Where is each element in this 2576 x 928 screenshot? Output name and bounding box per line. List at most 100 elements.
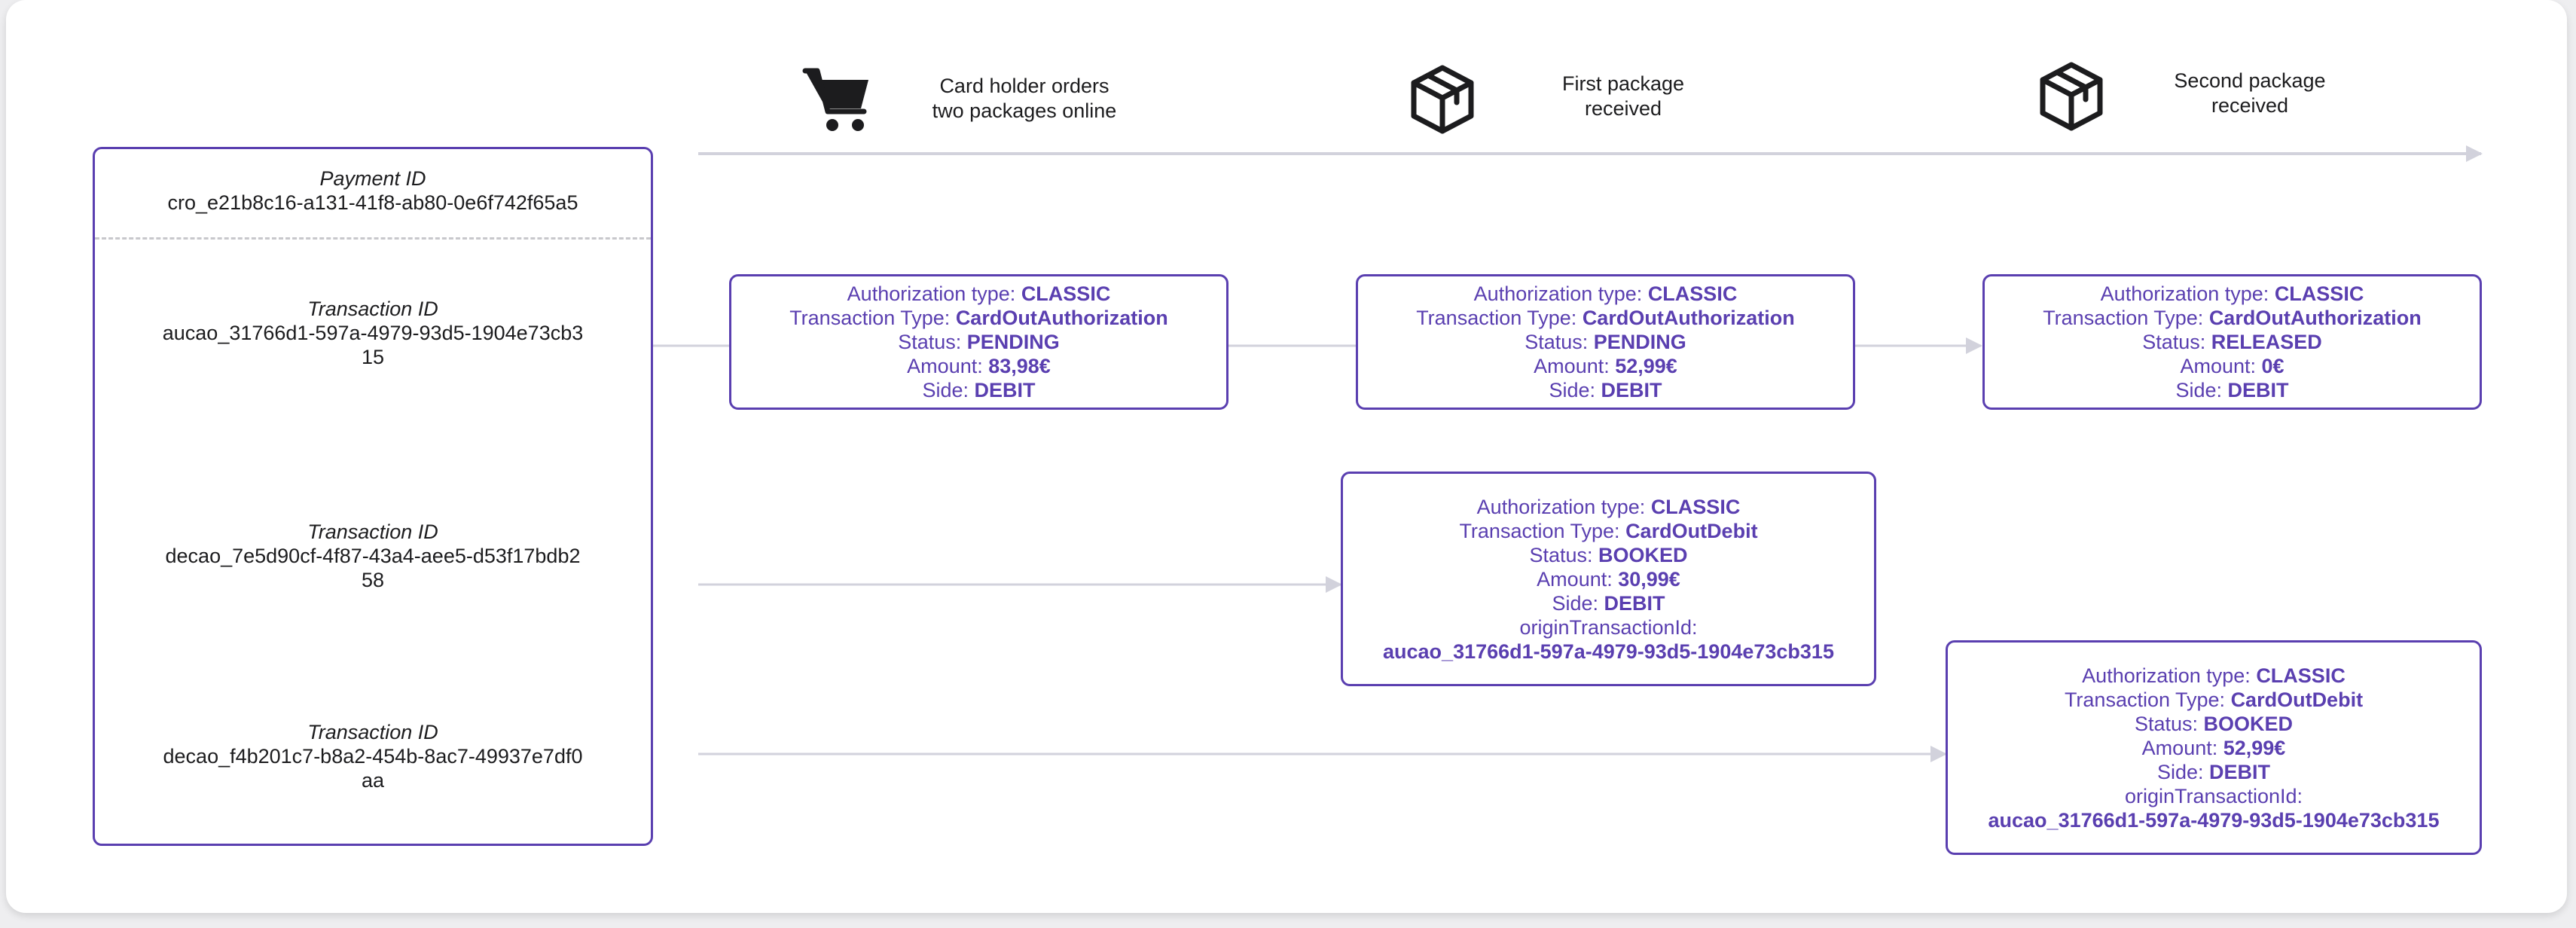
field-label: Amount:: [2141, 736, 2223, 759]
transaction-id-value: aucao_31766d1-597a-4979-93d5-1904e73cb31…: [162, 322, 584, 368]
field-value: CLASSIC: [1647, 282, 1738, 305]
transaction-id-value: decao_7e5d90cf-4f87-43a4-aee5-d53f17bdb2…: [165, 545, 581, 591]
field-value: CardOutAuthorization: [1582, 307, 1795, 329]
transaction-id-label: Transaction ID: [307, 298, 438, 320]
card-line: Status: BOOKED: [1948, 712, 2480, 736]
field-label: originTransactionId:: [2124, 784, 2303, 807]
card-line: Status: PENDING: [1358, 330, 1853, 354]
card-line: Side: DEBIT: [1985, 378, 2480, 402]
field-value: CLASSIC: [1650, 495, 1741, 518]
field-label: Status:: [1525, 331, 1594, 353]
field-label: Amount:: [2180, 355, 2262, 377]
field-value: PENDING: [1593, 331, 1686, 353]
field-value: 83,98€: [988, 355, 1051, 377]
field-value: PENDING: [966, 331, 1060, 353]
field-value: CardOutDebit: [2230, 688, 2364, 711]
transaction-card-auth-3: Authorization type: CLASSIC Transaction …: [1982, 274, 2482, 410]
field-value: CLASSIC: [1021, 282, 1111, 305]
event-label-line: Second package: [2174, 69, 2326, 92]
event-label-order: Card holder orders two packages online: [874, 74, 1175, 124]
field-value: 0€: [2261, 355, 2285, 377]
event-label-line: two packages online: [932, 99, 1117, 122]
field-label: Status:: [2134, 712, 2204, 735]
card-line: Transaction Type: CardOutDebit: [1948, 688, 2480, 712]
field-label: Transaction Type:: [2064, 688, 2231, 711]
field-label: Authorization type:: [1476, 495, 1651, 518]
event-label-line: received: [1584, 97, 1662, 120]
field-label: Transaction Type:: [1459, 519, 1626, 542]
field-value: DEBIT: [1601, 379, 1662, 401]
field-label: Status:: [1529, 543, 1599, 566]
field-label: Authorization type:: [2100, 282, 2275, 305]
card-line: Amount: 30,99€: [1343, 567, 1874, 591]
transaction-card-auth-2: Authorization type: CLASSIC Transaction …: [1356, 274, 1855, 410]
card-line: Transaction Type: CardOutDebit: [1343, 519, 1874, 543]
event-label-first-package: First package received: [1473, 72, 1774, 121]
field-label: Side:: [1552, 591, 1604, 615]
field-value: CardOutDebit: [1625, 519, 1758, 542]
field-label: Side:: [1549, 379, 1601, 401]
card-line: Authorization type: CLASSIC: [1343, 495, 1874, 519]
field-label: Side:: [2175, 379, 2228, 401]
event-label-line: First package: [1561, 72, 1685, 95]
transaction-id-block-1: Transaction ID aucao_31766d1-597a-4979-9…: [95, 297, 651, 369]
field-value: DEBIT: [974, 379, 1036, 401]
field-label: Authorization type:: [1473, 282, 1648, 305]
transaction-id-label: Transaction ID: [307, 721, 438, 743]
field-label: Transaction Type:: [1416, 307, 1583, 329]
field-label: Side:: [922, 379, 975, 401]
field-value: DEBIT: [2227, 379, 2289, 401]
field-value: DEBIT: [2209, 760, 2271, 783]
field-value: 30,99€: [1618, 567, 1680, 591]
field-label: Transaction Type:: [2043, 307, 2209, 329]
transaction-card-debit-1: Authorization type: CLASSIC Transaction …: [1341, 472, 1876, 686]
id-divider: [95, 237, 651, 240]
origin-transaction-id: aucao_31766d1-597a-4979-93d5-1904e73cb31…: [1383, 640, 1834, 663]
field-value: BOOKED: [1598, 543, 1688, 566]
field-value: CLASSIC: [2274, 282, 2364, 305]
card-line: Status: RELEASED: [1985, 330, 2480, 354]
transaction-card-debit-2: Authorization type: CLASSIC Transaction …: [1946, 640, 2482, 855]
card-line: Authorization type: CLASSIC: [1985, 282, 2480, 306]
field-label: Amount:: [907, 355, 989, 377]
card-line: aucao_31766d1-597a-4979-93d5-1904e73cb31…: [1343, 640, 1874, 664]
id-panel: Payment ID cro_e21b8c16-a131-41f8-ab80-0…: [93, 147, 653, 846]
field-value: DEBIT: [1604, 591, 1665, 615]
event-label-line: received: [2211, 94, 2289, 117]
card-line: Amount: 52,99€: [1948, 736, 2480, 760]
field-value: RELEASED: [2211, 331, 2322, 353]
origin-transaction-id: aucao_31766d1-597a-4979-93d5-1904e73cb31…: [1988, 808, 2440, 832]
shopping-cart-icon: [802, 68, 868, 131]
card-line: Side: DEBIT: [1358, 378, 1853, 402]
payment-id-label: Payment ID: [319, 167, 426, 190]
card-line: Status: PENDING: [731, 330, 1226, 354]
card-line: originTransactionId:: [1343, 615, 1874, 640]
package-icon: [1411, 65, 1474, 134]
transaction-id-label: Transaction ID: [307, 520, 438, 543]
field-value: 52,99€: [2223, 736, 2286, 759]
card-line: Amount: 0€: [1985, 354, 2480, 378]
package-icon: [2040, 62, 2103, 131]
card-line: Side: DEBIT: [1948, 760, 2480, 784]
event-label-line: Card holder orders: [939, 75, 1109, 97]
card-line: Amount: 52,99€: [1358, 354, 1853, 378]
transaction-id-block-2: Transaction ID decao_7e5d90cf-4f87-43a4-…: [95, 520, 651, 592]
field-label: Amount:: [1537, 567, 1619, 591]
card-line: Authorization type: CLASSIC: [1948, 664, 2480, 688]
transaction-card-auth-1: Authorization type: CLASSIC Transaction …: [729, 274, 1228, 410]
field-label: Transaction Type:: [789, 307, 956, 329]
card-line: Transaction Type: CardOutAuthorization: [1358, 306, 1853, 330]
card-line: Transaction Type: CardOutAuthorization: [1985, 306, 2480, 330]
field-label: Authorization type:: [847, 282, 1021, 305]
field-label: Side:: [2156, 760, 2210, 783]
field-label: Status:: [2142, 331, 2211, 353]
event-label-second-package: Second package received: [2099, 69, 2401, 118]
card-line: Side: DEBIT: [1343, 591, 1874, 615]
card-line: Transaction Type: CardOutAuthorization: [731, 306, 1226, 330]
payment-id-block: Payment ID cro_e21b8c16-a131-41f8-ab80-0…: [95, 166, 651, 215]
card-line: Amount: 83,98€: [731, 354, 1226, 378]
card-line: Status: BOOKED: [1343, 543, 1874, 567]
field-label: Authorization type:: [2082, 664, 2257, 687]
field-value: CardOutAuthorization: [2208, 307, 2422, 329]
